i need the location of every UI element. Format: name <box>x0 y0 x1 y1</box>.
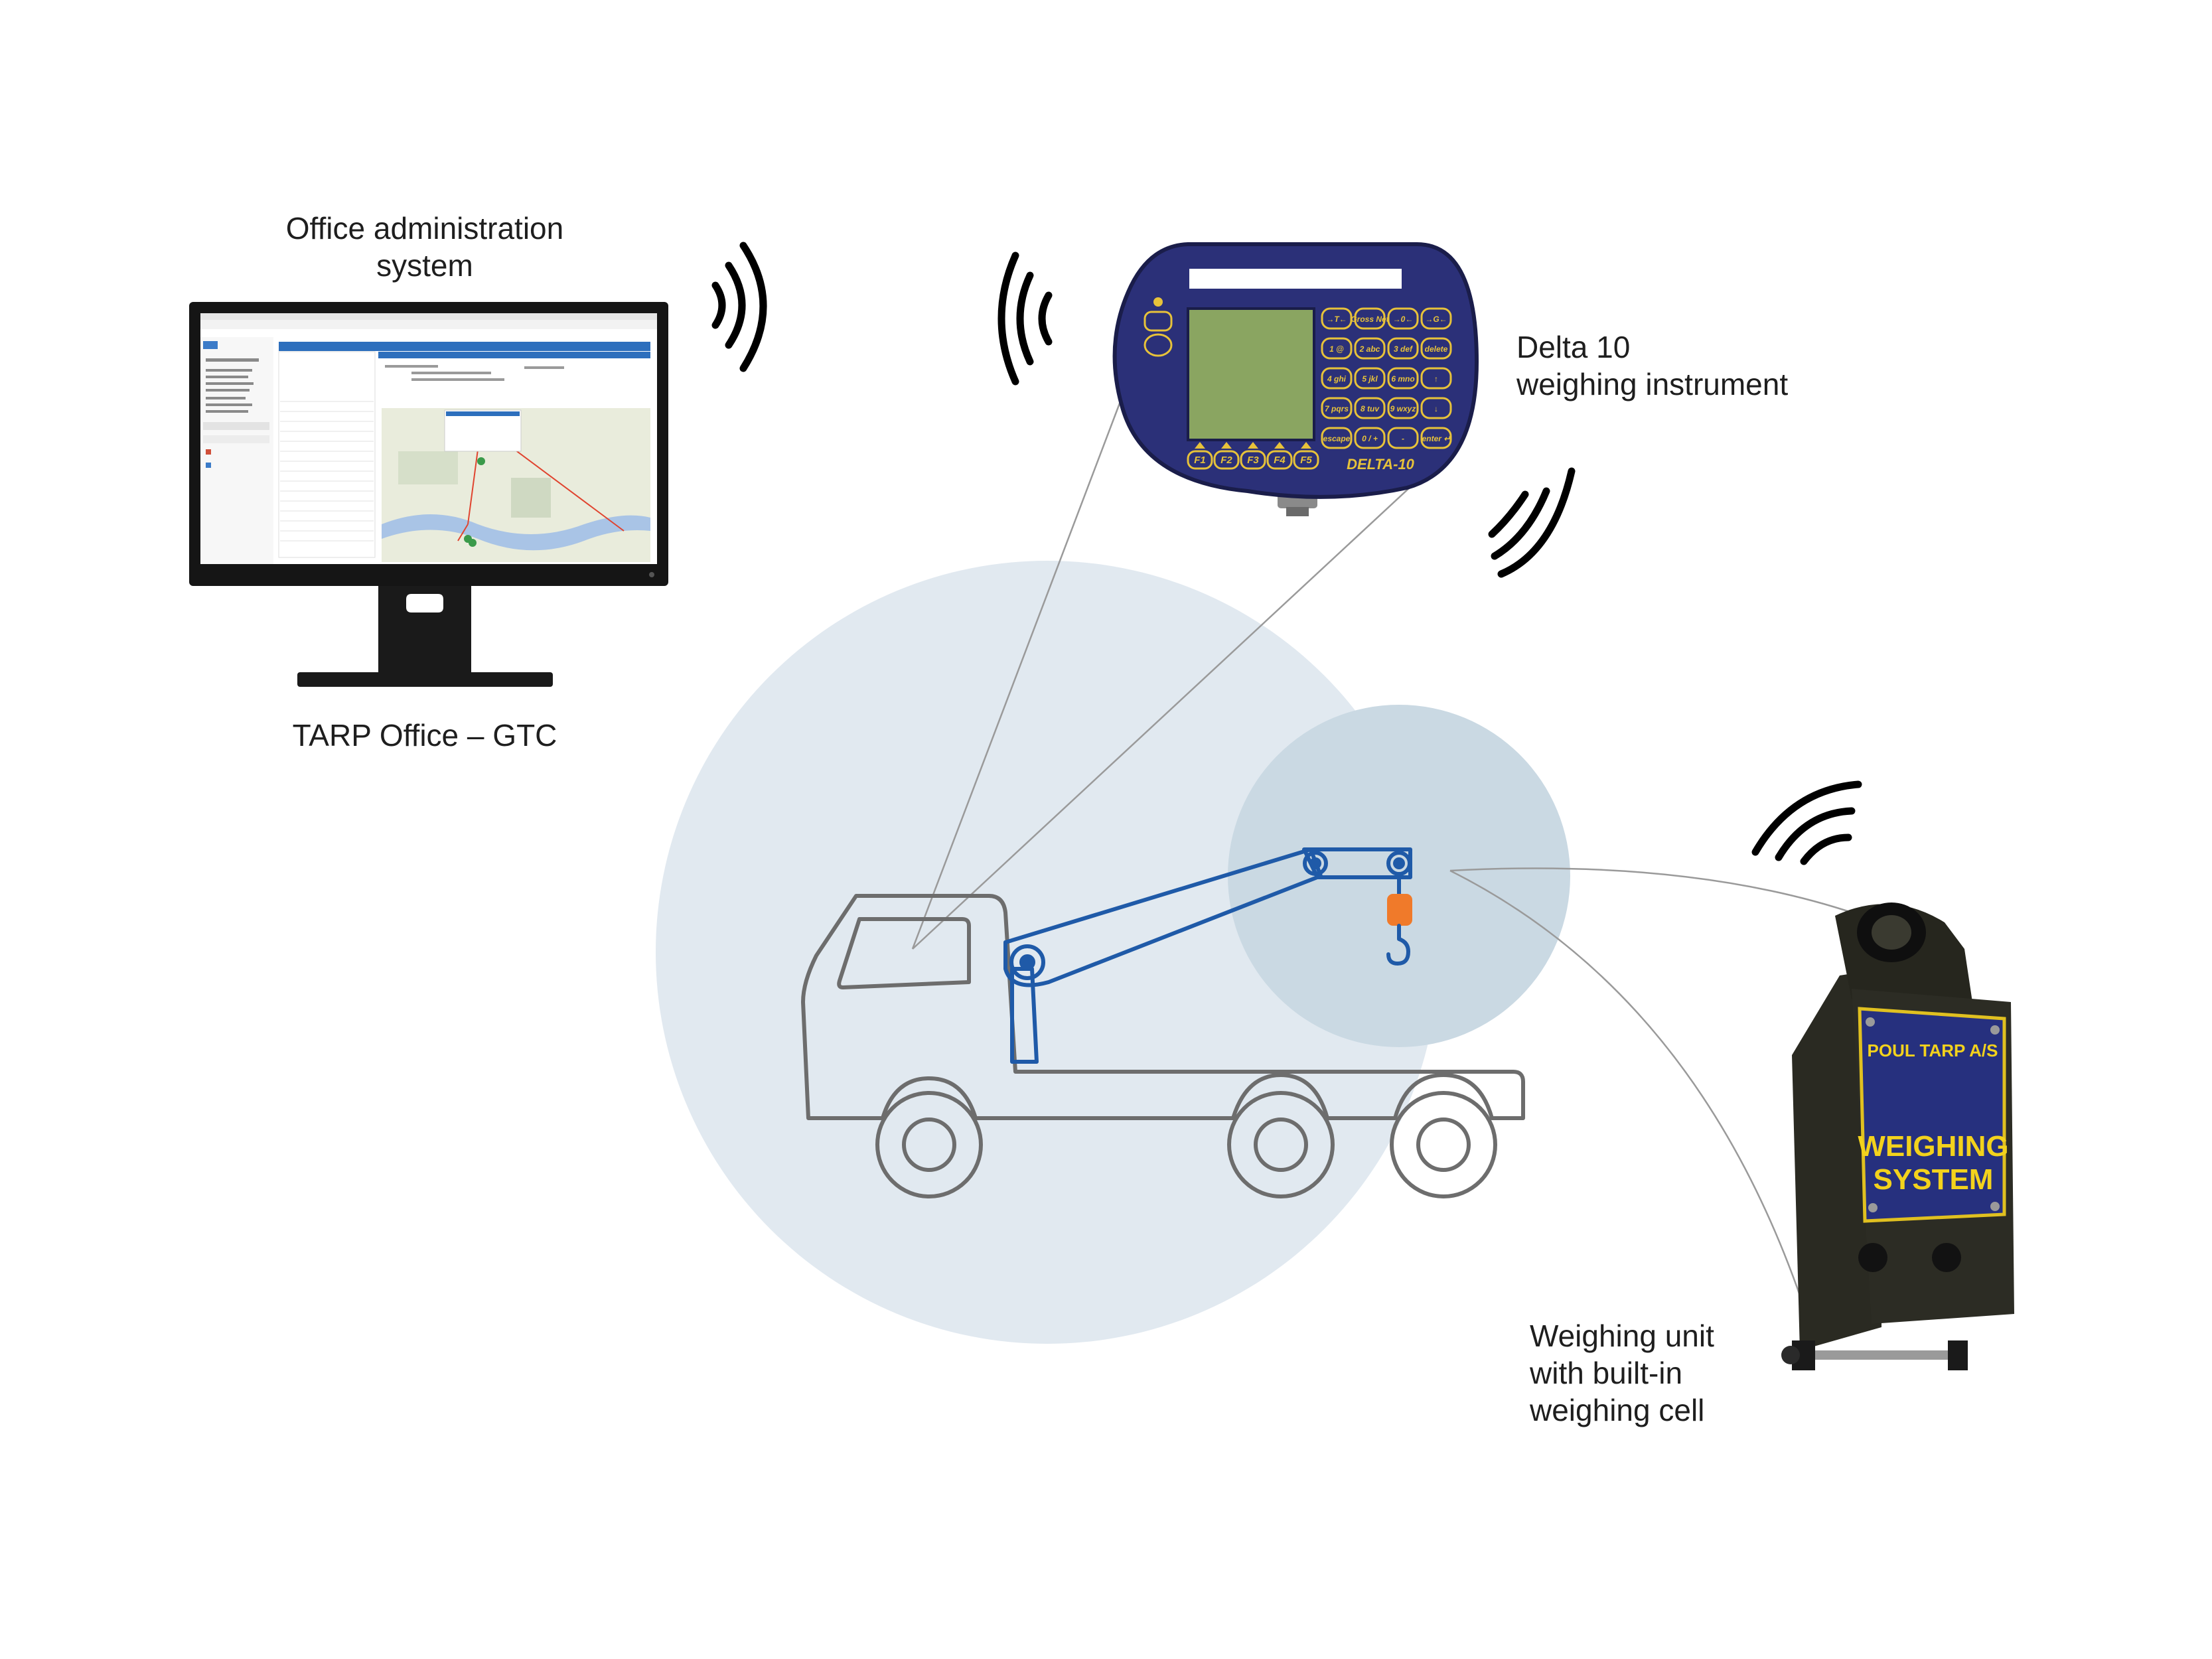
signal-icon <box>1488 467 1576 578</box>
office-label-line1: Office administration <box>285 211 564 246</box>
unit-title-line1: WEIGHING <box>1858 1130 2008 1163</box>
key-label: Gross Net <box>1351 315 1389 324</box>
crane-boom <box>1003 847 1323 987</box>
signal-icon <box>711 242 767 372</box>
key-label: →G← <box>1425 315 1447 324</box>
key-label: 3 def <box>1394 344 1413 354</box>
hook-block <box>1387 894 1412 926</box>
weighing-unit: POUL TARP A/S WEIGHING SYSTEM <box>1781 902 2014 1370</box>
weighing-unit-label-line3: weighing cell <box>1530 1393 1705 1427</box>
fkey-label: F5 <box>1300 455 1312 466</box>
fkey-label: F2 <box>1220 455 1232 466</box>
key-label: 4 ghi <box>1327 374 1347 384</box>
unit-brand-text: POUL TARP A/S <box>1868 1041 1998 1060</box>
signal-icon <box>1751 780 1862 865</box>
key-label: 8 tuv <box>1361 404 1380 413</box>
key-label: delete <box>1425 344 1448 354</box>
truck-body <box>801 894 1525 1120</box>
device-top-strip <box>1189 269 1402 289</box>
key-label: 2 abc <box>1359 344 1380 354</box>
key-label: →0← <box>1393 315 1414 324</box>
weighing-unit-label-line2: with built-in <box>1530 1356 1683 1390</box>
monitor <box>189 302 668 687</box>
weighing-unit-label-line1: Weighing unit <box>1530 1319 1714 1353</box>
key-label: escape <box>1323 434 1351 443</box>
key-label: 6 mno <box>1391 374 1414 384</box>
device-model-label: DELTA-10 <box>1347 456 1415 472</box>
device-screen <box>1187 307 1315 441</box>
delta10-device: →T← Gross Net →0← →G← 1 @ 2 abc 3 def de… <box>1112 242 1479 516</box>
key-label: ↑ <box>1434 374 1438 384</box>
coverage-circle-large <box>656 561 1439 1344</box>
unit-label-panel <box>1858 1007 2006 1223</box>
key-label: - <box>1402 434 1404 443</box>
tarp-office-text: TARP Office – GTC <box>292 718 557 753</box>
unit-bottom-rod <box>1812 1350 1964 1360</box>
delta10-label: Delta 10 weighing instrument <box>1516 328 1788 403</box>
weighing-unit-label: Weighing unit with built-in weighing cel… <box>1530 1317 1714 1429</box>
truck-wheel <box>875 1091 983 1198</box>
delta10-label-line2: weighing instrument <box>1516 367 1789 401</box>
monitor-stand-hole <box>406 594 443 613</box>
key-label: 7 pqrs <box>1325 404 1349 413</box>
key-label: 9 wxyz <box>1390 404 1416 413</box>
truck-wheel <box>1390 1091 1497 1198</box>
key-label: enter ↵ <box>1422 434 1451 443</box>
fkey-label: F1 <box>1194 455 1206 466</box>
key-label: 5 jkl <box>1362 374 1378 384</box>
truck <box>801 894 1525 1198</box>
hook-icon <box>1386 924 1410 966</box>
fkey-label: F4 <box>1274 455 1286 466</box>
tarp-office-label: TARP Office – GTC <box>252 717 597 754</box>
truck-wheel <box>1227 1091 1335 1198</box>
unit-title-line2: SYSTEM <box>1874 1163 1994 1196</box>
fkey-label: F3 <box>1247 455 1259 466</box>
office-label: Office administration system <box>239 210 611 284</box>
key-label: 1 @ <box>1329 344 1344 354</box>
truck-window <box>837 917 971 989</box>
key-label: ↓ <box>1434 404 1438 413</box>
office-label-line2: system <box>376 248 473 283</box>
crane <box>1003 847 1412 1064</box>
key-label: 0 / + <box>1362 434 1378 443</box>
delta10-label-line1: Delta 10 <box>1516 330 1631 364</box>
key-label: →T← <box>1326 315 1347 324</box>
signal-icon <box>997 252 1053 386</box>
monitor-base <box>297 672 553 687</box>
